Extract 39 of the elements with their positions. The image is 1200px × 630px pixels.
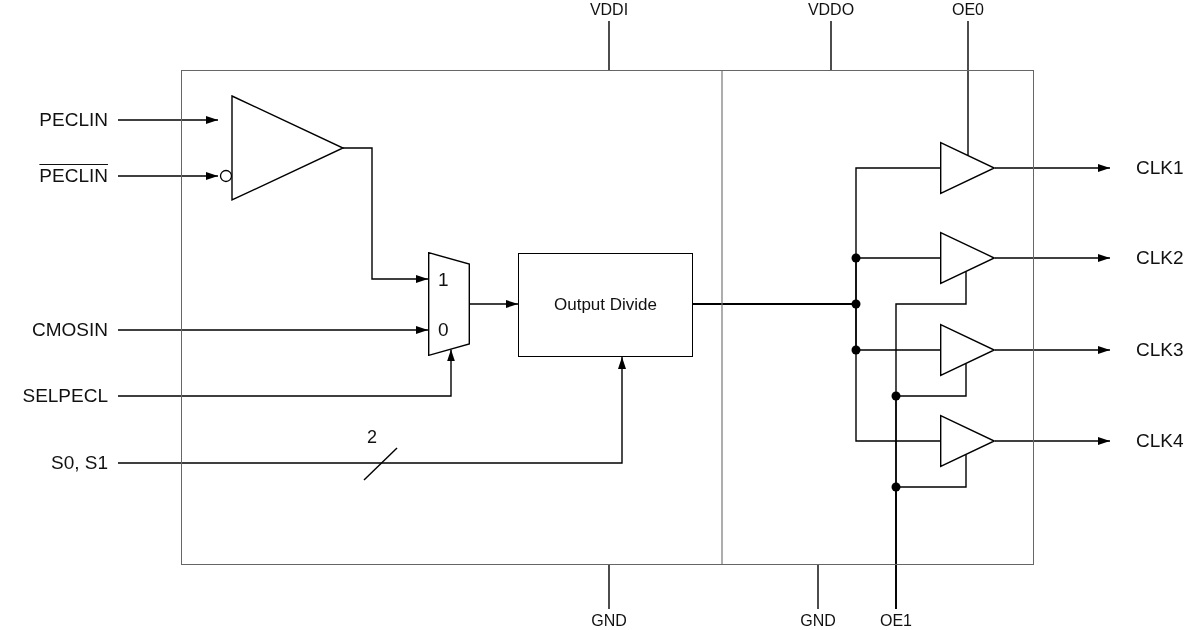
wire xyxy=(830,20,832,71)
arrow xyxy=(994,254,1111,262)
arrow xyxy=(342,147,429,283)
signal-label: S0, S1 xyxy=(50,452,108,474)
signal-label: CLK4 xyxy=(1136,430,1184,452)
arrow xyxy=(994,437,1111,445)
signal-label: CLK2 xyxy=(1136,247,1184,269)
wire xyxy=(608,564,610,610)
signal-label: OE0 xyxy=(952,0,984,19)
signal-label: VDDO xyxy=(807,0,855,19)
arrow xyxy=(117,348,455,397)
process-box xyxy=(518,253,693,357)
arrow xyxy=(994,346,1111,354)
arrow xyxy=(469,300,519,308)
signal-label: VDDI xyxy=(589,0,629,19)
signal-label: SELPECL xyxy=(22,385,108,407)
signal-label: CMOSIN xyxy=(32,319,108,341)
wire xyxy=(817,564,819,610)
wire xyxy=(608,20,610,71)
signal-label: GND xyxy=(591,611,627,630)
signal-label: CLK1 xyxy=(1136,157,1184,179)
arrow xyxy=(117,326,429,334)
arrow xyxy=(117,172,219,180)
signal-label: PECLIN xyxy=(39,109,108,131)
input-select-label: 0 xyxy=(438,320,449,339)
edge-label: 2 xyxy=(366,428,378,446)
signal-label: OE1 xyxy=(880,611,912,630)
wire xyxy=(967,20,969,156)
arrow xyxy=(117,116,219,124)
signal-label: CLK3 xyxy=(1136,339,1184,361)
signal-label: PECLIN xyxy=(39,165,108,187)
input-select-label: 1 xyxy=(438,270,449,289)
signal-label: GND xyxy=(800,611,836,630)
wire xyxy=(895,454,967,610)
box-label: Output Divide xyxy=(554,295,657,315)
chip-outline xyxy=(181,70,1034,565)
arrow xyxy=(117,356,626,464)
multiplexer xyxy=(428,252,470,356)
arrow xyxy=(994,164,1111,172)
